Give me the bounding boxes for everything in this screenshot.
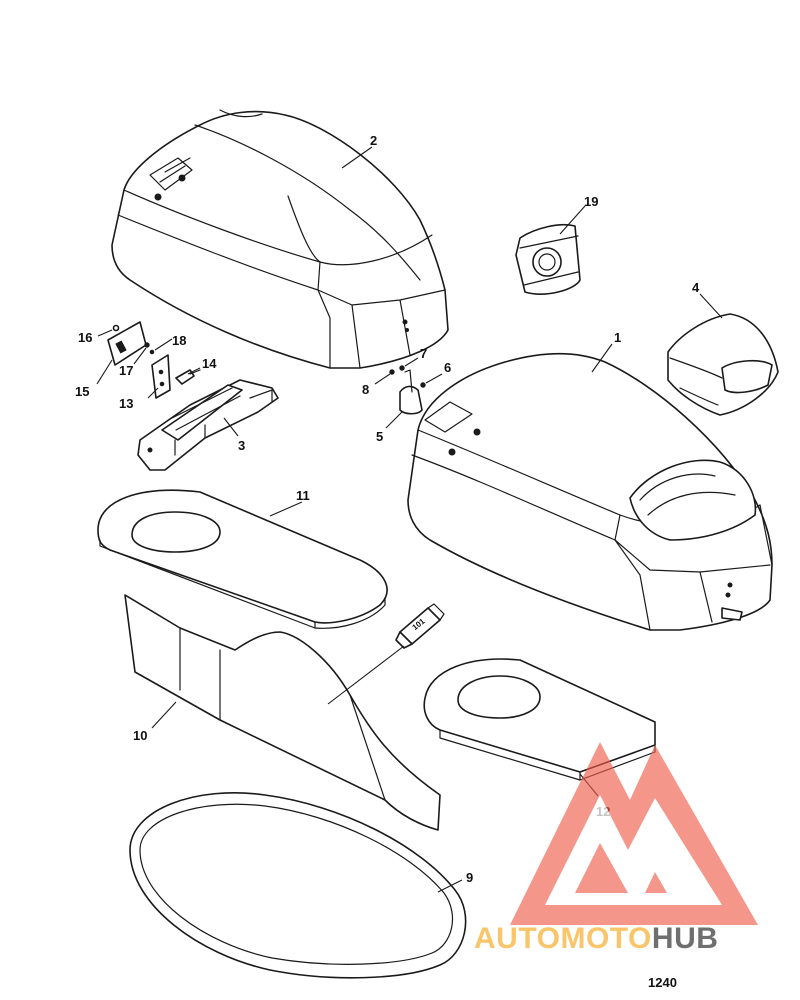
watermark-text-hub: HUB (652, 922, 719, 955)
part-12-seal-pad (423, 658, 656, 781)
part-13-clip (151, 354, 171, 399)
leader-lines (96, 146, 723, 893)
part-7-nut (399, 365, 405, 371)
callout-7: 7 (420, 346, 427, 361)
svg-text:AUTOMOTOHUB: AUTOMOTOHUB (474, 922, 718, 955)
callout-13: 13 (119, 396, 133, 411)
callout-5: 5 (376, 429, 383, 444)
part-6-screw (420, 382, 426, 388)
callout-1: 1 (614, 330, 621, 345)
callout-3: 3 (238, 438, 245, 453)
part-8-washer (389, 369, 395, 375)
part-18-nut (149, 349, 155, 355)
part-3-handle-bracket (137, 379, 279, 471)
callout-15: 15 (75, 384, 89, 399)
callout-11: 11 (296, 488, 310, 503)
watermark-logo: AUTOMOTOHUB (474, 742, 758, 955)
figure-number: 1240 (648, 975, 677, 990)
callout-16: 16 (78, 330, 92, 345)
callout-10: 10 (133, 728, 147, 743)
callout-4: 4 (692, 280, 700, 295)
part-10-side-panel (124, 594, 441, 831)
part-4-rear-cover (667, 313, 779, 416)
triangle-m-logo-icon (510, 742, 758, 925)
part-9-seal-ring (129, 791, 467, 979)
part-14-screw (175, 369, 201, 385)
watermark-text-automoto: AUTOMOTO (474, 922, 652, 955)
part-11-seal-pad (97, 489, 388, 629)
part-5-bracket (399, 369, 423, 415)
callout-17: 17 (119, 363, 133, 378)
part-19-intake-cover (515, 223, 581, 295)
callout-2: 2 (370, 133, 377, 148)
callout-18: 18 (172, 333, 186, 348)
part-17-washer (144, 342, 150, 348)
callout-6: 6 (444, 360, 451, 375)
part-16-screw (112, 324, 120, 332)
callout-14: 14 (202, 356, 217, 371)
part-2-top-cowl (111, 109, 449, 369)
part-1-top-cowl-intake (407, 352, 773, 631)
callout-8: 8 (362, 382, 369, 397)
callout-9: 9 (466, 870, 473, 885)
part-101-adhesive-tube: 101 (395, 603, 445, 649)
callout-19: 19 (584, 194, 598, 209)
